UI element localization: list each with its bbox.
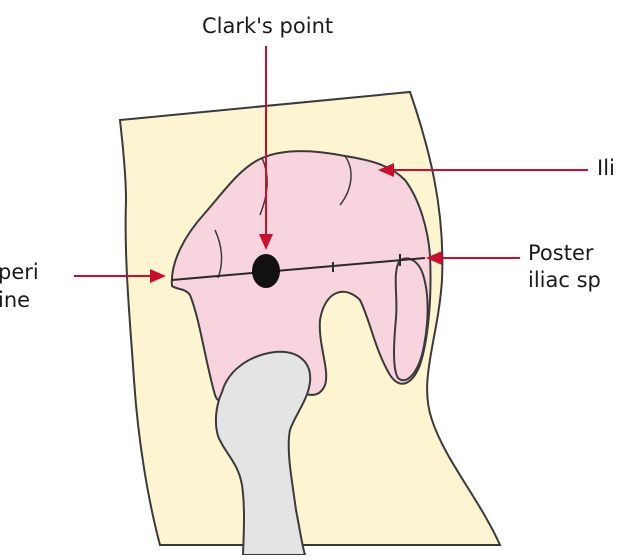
clarks-point-dot — [252, 254, 280, 288]
psis-label-line1: Poster — [528, 243, 594, 264]
psis-label-line2: iliac sp — [528, 270, 601, 291]
clarks-point-label: Clark's point — [202, 16, 333, 37]
iliac-crest-label: Ili — [597, 158, 615, 179]
asis-label-line1: peri — [0, 262, 39, 283]
asis-label-line2: ine — [0, 290, 30, 311]
